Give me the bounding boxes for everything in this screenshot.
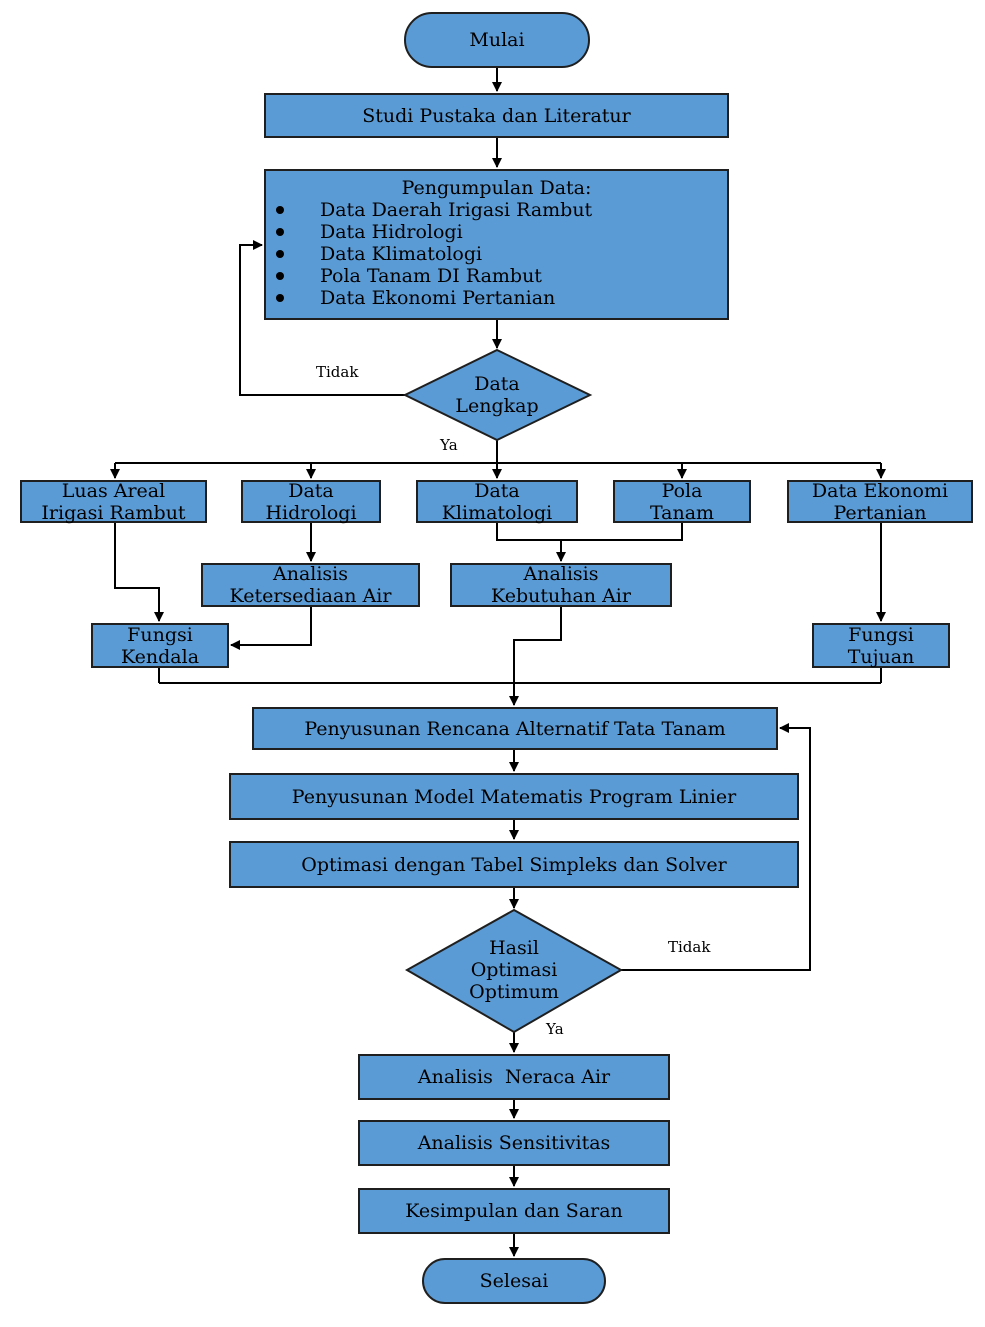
decision2-yes-label: Ya — [546, 1020, 564, 1038]
list-item: Data Hidrologi — [276, 221, 727, 243]
line-kebutuhan-down — [513, 607, 562, 683]
data-klimatologi-box: Data Klimatologi — [416, 480, 578, 524]
pola-tanam-box: Pola Tanam — [613, 480, 751, 524]
studi-pustaka-box: Studi Pustaka dan Literatur — [264, 93, 729, 138]
list-item: Data Ekonomi Pertanian — [276, 287, 727, 309]
pengumpulan-data-box: Pengumpulan Data: Data Daerah Irigasi Ra… — [264, 169, 729, 320]
bullet-icon — [276, 272, 284, 280]
penyusunan-rencana-box: Penyusunan Rencana Alternatif Tata Tanam — [252, 707, 778, 750]
analisis-sensitivitas-box: Analisis Sensitivitas — [358, 1120, 670, 1166]
end-label: Selesai — [479, 1270, 549, 1292]
line-pola-merge — [561, 523, 683, 541]
fungsi-kendala-box: Fungsi Kendala — [91, 623, 229, 668]
bullet-icon — [276, 228, 284, 236]
bullet-icon — [276, 206, 284, 214]
end-terminator: Selesai — [422, 1258, 606, 1304]
analisis-kebutuhan-box: Analisis Kebutuhan Air — [450, 563, 672, 607]
data-ekonomi-box: Data Ekonomi Pertanian — [787, 480, 973, 524]
penyusunan-model-box: Penyusunan Model Matematis Program Linie… — [229, 773, 799, 820]
bullet-icon — [276, 250, 284, 258]
decision1-no-label: Tidak — [316, 363, 359, 381]
decision1-yes-label: Ya — [440, 436, 458, 454]
analisis-ketersediaan-box: Analisis Ketersediaan Air — [201, 563, 420, 607]
list-item: Data Daerah Irigasi Rambut — [276, 199, 727, 221]
decision-data-lengkap: Data Lengkap — [455, 373, 539, 417]
decision-data-lengkap-shape — [402, 348, 593, 442]
arrow-ketersediaan-kendala — [230, 607, 312, 650]
studi-pustaka-label: Studi Pustaka dan Literatur — [362, 104, 631, 127]
arrow-decision1-no — [239, 240, 405, 396]
line-klimatologi-merge — [496, 523, 561, 541]
kesimpulan-saran-box: Kesimpulan dan Saran — [358, 1188, 670, 1234]
data-hidrologi-box: Data Hidrologi — [241, 480, 381, 524]
list-item: Pola Tanam DI Rambut — [276, 265, 727, 287]
analisis-neraca-box: Analisis Neraca Air — [358, 1054, 670, 1100]
start-label: Mulai — [469, 29, 525, 51]
decision-hasil-optimasi-shape — [404, 908, 624, 1034]
bullet-icon — [276, 294, 284, 302]
decision2-no-label: Tidak — [668, 938, 711, 956]
list-item: Data Klimatologi — [276, 243, 727, 265]
fungsi-tujuan-box: Fungsi Tujuan — [812, 623, 950, 668]
pengumpulan-data-list: Data Daerah Irigasi Rambut Data Hidrolog… — [266, 199, 727, 309]
start-terminator: Mulai — [404, 12, 590, 68]
luas-areal-box: Luas Areal Irigasi Rambut — [20, 480, 207, 524]
arrow-decision2-no — [621, 723, 811, 971]
optimasi-box: Optimasi dengan Tabel Simpleks dan Solve… — [229, 841, 799, 888]
arrow-luas-kendala — [114, 523, 164, 622]
decision-hasil-optimasi: Hasil Optimasi Optimum — [469, 937, 559, 1003]
pengumpulan-data-title: Pengumpulan Data: — [401, 177, 592, 199]
